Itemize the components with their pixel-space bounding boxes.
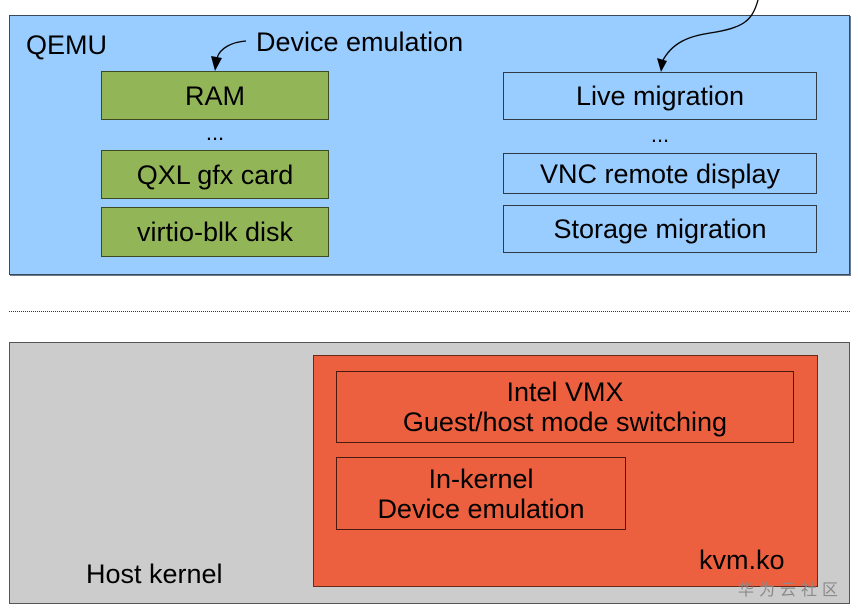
watermark: 华为云社区 xyxy=(738,580,844,599)
device-emulation-arrow xyxy=(211,40,247,71)
device-ellipsis: ... xyxy=(205,120,225,145)
device-qxl-gfx-card: QXL gfx card xyxy=(101,150,329,199)
in-kernel-device-emulation-box: In-kernel Device emulation xyxy=(336,457,626,530)
device-virtio-blk-disk: virtio-blk disk xyxy=(101,207,329,257)
device-ram: RAM xyxy=(101,71,329,120)
live-migration-arrow xyxy=(657,0,759,72)
arrows-overlay xyxy=(211,0,759,72)
feature-storage-migration: Storage migration xyxy=(503,205,817,253)
kvm-module-label: kvm.ko xyxy=(699,545,785,575)
feature-live-migration: Live migration xyxy=(503,72,817,120)
user-kernel-separator xyxy=(9,311,850,312)
feature-vnc-remote-display: VNC remote display xyxy=(503,153,817,194)
in-kernel-line2: Device emulation xyxy=(377,493,585,524)
in-kernel-line1: In-kernel xyxy=(428,463,534,494)
feature-ellipsis: ... xyxy=(650,122,670,147)
intel-vmx-line2: Guest/host mode switching xyxy=(402,407,728,437)
host-kernel-title: Host kernel xyxy=(86,559,223,589)
device-emulation-annotation: Device emulation xyxy=(256,27,464,57)
intel-vmx-box: Intel VMX Guest/host mode switching xyxy=(336,371,794,443)
intel-vmx-line1: Intel VMX xyxy=(506,377,624,407)
qemu-title: QEMU xyxy=(26,30,107,60)
